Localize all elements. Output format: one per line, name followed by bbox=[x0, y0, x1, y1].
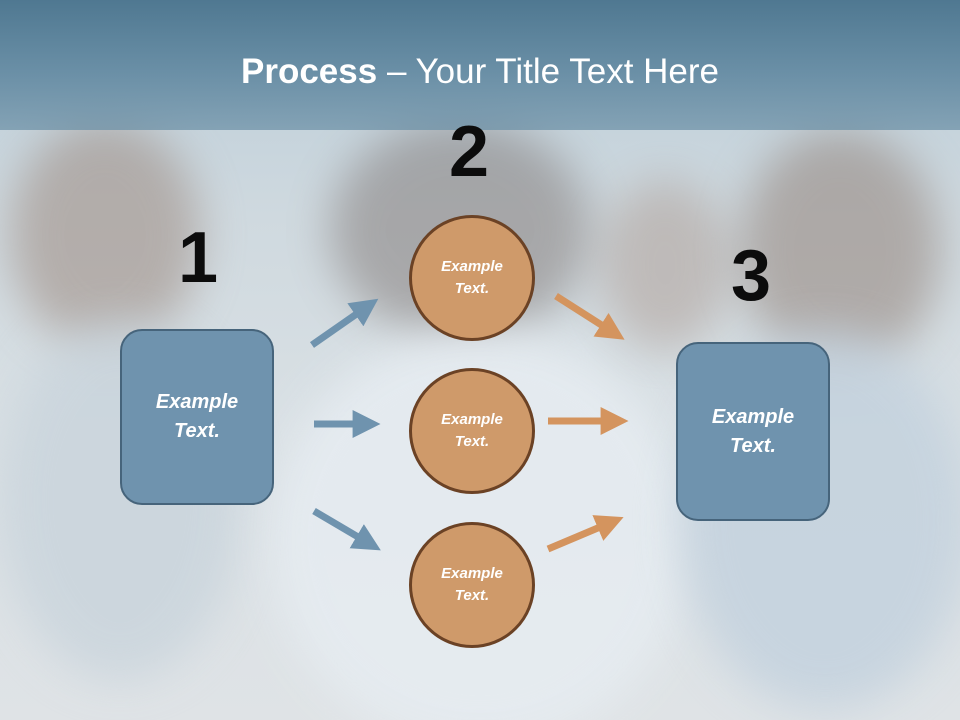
arrow-to-circle-bottom bbox=[312, 507, 381, 551]
step-number-2: 2 bbox=[449, 112, 490, 192]
circle-middle: Example Text. bbox=[409, 368, 535, 494]
slide-title: Process – Your Title Text Here bbox=[0, 52, 960, 92]
title-strong: Process bbox=[241, 52, 378, 91]
arrow-to-circle-top bbox=[309, 298, 379, 348]
circle-bottom: Example Text. bbox=[409, 522, 535, 648]
step-number-1: 1 bbox=[178, 218, 219, 298]
circle-top-text: Example Text. bbox=[441, 257, 503, 298]
left-box-text: Example Text. bbox=[155, 391, 239, 442]
title-rest: – Your Title Text Here bbox=[377, 52, 719, 91]
right-box-text: Example Text. bbox=[711, 405, 795, 457]
circle-bottom-text: Example Text. bbox=[441, 564, 503, 605]
circle-top: Example Text. bbox=[409, 215, 535, 341]
title-bar bbox=[0, 0, 960, 130]
left-box: Example Text. bbox=[120, 329, 274, 505]
arrow-from-circle-top bbox=[554, 293, 625, 340]
arrow-from-circle-bottom bbox=[546, 515, 624, 553]
circle-middle-text: Example Text. bbox=[441, 410, 503, 451]
right-box: Example Text. bbox=[676, 342, 830, 521]
step-number-3: 3 bbox=[731, 236, 772, 316]
